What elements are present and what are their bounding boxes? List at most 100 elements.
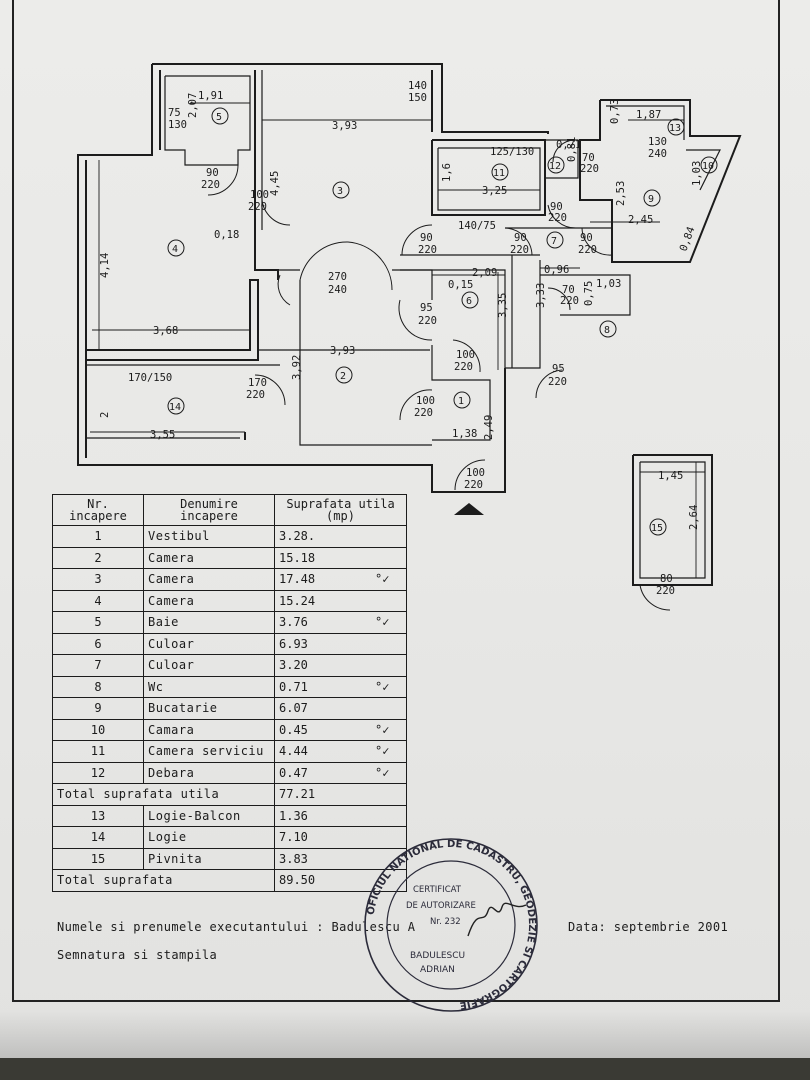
dim-label: 0,18 (214, 229, 239, 241)
header-name: Denumire incapere (143, 494, 275, 526)
signature-line: Semnatura si stampila (57, 948, 218, 962)
dim-label: 220 (418, 244, 437, 256)
cell-nr: 6 (52, 632, 144, 655)
room-number: 8 (604, 325, 610, 336)
table-header-row: Nr. incapere Denumire incapere Suprafata… (52, 494, 407, 526)
room-number: 6 (466, 296, 472, 307)
cell-nr: 13 (52, 804, 144, 827)
cell-name: Debara (143, 761, 275, 784)
check-mark-icon: °✓ (375, 615, 390, 629)
dim-label: 1,03 (691, 161, 703, 186)
dim-label: 100 (250, 189, 269, 201)
cell-name: Camera (143, 546, 275, 569)
cell-name: Camera (143, 568, 275, 591)
room-markers: 5 3 4 2 14 1 6 11 12 7 8 9 13 10 15 (167, 107, 718, 536)
dim-label: 130 (168, 119, 187, 131)
dimension-lines (90, 102, 705, 578)
dim-label: 2,45 (628, 214, 653, 226)
cell-name: Camera (143, 589, 275, 612)
cell-nr: 4 (52, 589, 144, 612)
dim-label: 80 (660, 573, 673, 585)
dim-label: 150 (408, 92, 427, 104)
check-mark-icon: °✓ (375, 744, 390, 758)
executor-line: Numele si prenumele executantului : Badu… (57, 920, 416, 934)
dim-label: 220 (464, 479, 483, 491)
cell-name: Vestibul (143, 525, 275, 548)
cell-nr: 11 (52, 740, 144, 763)
cell-nr: 10 (52, 718, 144, 741)
dim-label: 220 (414, 407, 433, 419)
dim-label: 1,45 (658, 470, 683, 482)
dim-label: 0,96 (544, 264, 569, 276)
cell-area: 3.20 (274, 654, 407, 677)
dim-label: 220 (656, 585, 675, 597)
page-border (12, 0, 780, 1002)
room-number: 3 (337, 186, 343, 197)
dim-label: 130 (648, 136, 667, 148)
dim-label: 90 (580, 232, 593, 244)
dim-label: 2,07 (187, 93, 199, 118)
cell-area: 0.71°✓ (274, 675, 407, 698)
dim-label: 170/150 (128, 372, 172, 384)
cell-nr: 15 (52, 847, 144, 870)
dim-label: 90 (550, 201, 563, 213)
cell-nr: 5 (52, 611, 144, 634)
dim-label: 270 (328, 271, 347, 283)
cell-subtotal-area: 77.21 (274, 783, 407, 806)
check-mark-icon: °✓ (375, 722, 390, 737)
dim-label: 2,53 (615, 181, 627, 206)
dim-label: 0,71 (556, 139, 581, 151)
header-area: Suprafata utila (mp) (274, 494, 407, 526)
cell-area: 15.18 (274, 546, 407, 569)
dim-label: 3,35 (497, 293, 509, 318)
stamp-line: BADULESCU (410, 951, 465, 961)
cell-area: 4.44°✓ (274, 740, 407, 763)
cell-total-label: Total suprafata (52, 869, 275, 892)
dim-label: 2,64 (688, 505, 700, 530)
cell-name: Camera serviciu (143, 740, 275, 763)
date-line: Data: septembrie 2001 (568, 920, 729, 934)
dim-label: 1,03 (596, 278, 621, 290)
room-number: 2 (340, 371, 346, 382)
header-nr: Nr. incapere (52, 494, 144, 526)
check-mark-icon: °✓ (375, 765, 390, 780)
stamp-line: ADRIAN (420, 965, 455, 975)
cell-name: Logie (143, 826, 275, 849)
dim-label: 240 (648, 148, 667, 160)
dim-label: 1,38 (452, 428, 477, 440)
dim-label: 2,49 (483, 415, 495, 440)
cadastre-stamp: OFICIUL NATIONAL DE CADASTRU, GEODEZIE S… (358, 836, 544, 1014)
cell-name: Baie (143, 611, 275, 634)
dim-label: 3,92 (291, 355, 303, 380)
dim-label: 220 (560, 295, 579, 307)
room-number: 13 (669, 123, 681, 134)
room-number: 1 (458, 396, 464, 407)
entrance-arrow-icon (454, 503, 484, 515)
cell-area: 3.28. (274, 525, 407, 548)
room-number: 14 (169, 402, 181, 413)
room-number: 11 (493, 168, 505, 179)
room-number: 7 (551, 236, 557, 247)
dim-label: 90 (206, 167, 219, 179)
dim-label: 1,87 (636, 109, 661, 121)
stamp-line: DE AUTORIZARE (406, 901, 476, 911)
dim-label: 220 (246, 389, 265, 401)
dim-label: 220 (418, 315, 437, 327)
dim-label: 220 (548, 212, 567, 224)
cell-name: Bucatarie (143, 697, 275, 720)
dim-label: 2 (99, 412, 111, 418)
dim-label: 2,09 (472, 267, 497, 279)
cell-area: 15.24 (274, 589, 407, 612)
area-table: Nr. incapere Denumire incapere Suprafata… (52, 494, 407, 892)
cell-area: 0.45°✓ (274, 718, 407, 741)
dim-label: 70 (562, 284, 575, 296)
dim-label: 140 (408, 80, 427, 92)
dim-label: 95 (420, 302, 433, 314)
